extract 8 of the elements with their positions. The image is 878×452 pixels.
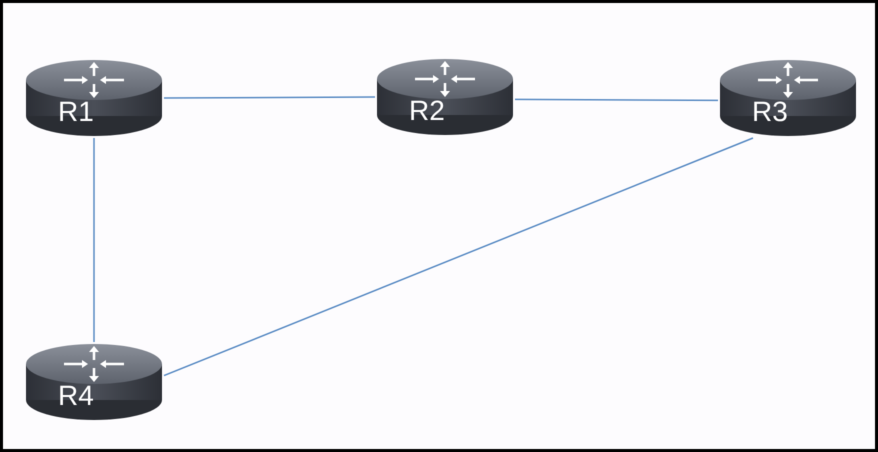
link-line <box>93 138 95 342</box>
link-line <box>164 137 754 376</box>
router-label: R1 <box>58 98 94 126</box>
link-line <box>164 96 375 99</box>
router-label: R3 <box>752 98 788 126</box>
link-line <box>515 98 718 102</box>
router-label: R4 <box>58 382 94 410</box>
router-label: R2 <box>409 97 445 125</box>
